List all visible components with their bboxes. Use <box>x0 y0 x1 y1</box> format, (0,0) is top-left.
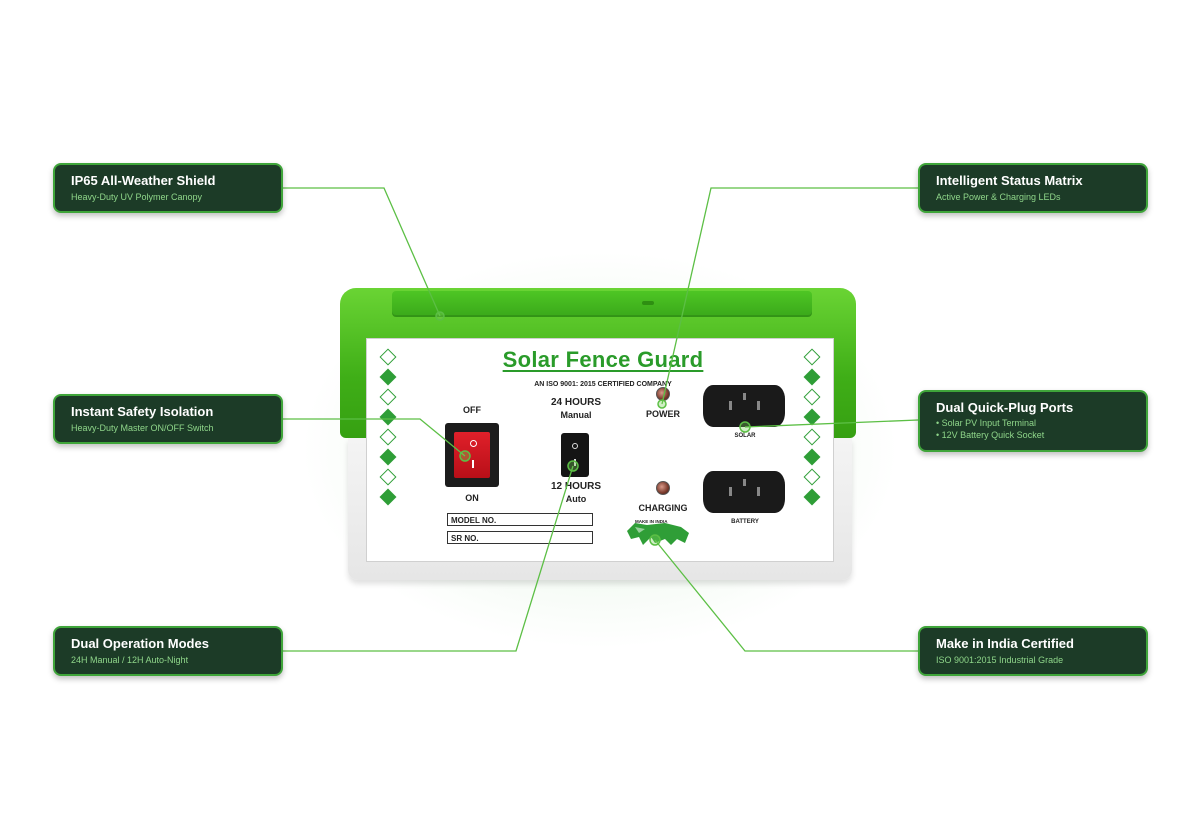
charging-label: CHARGING <box>638 503 688 513</box>
toggle-bottom-mark-icon <box>574 459 576 466</box>
off-label: OFF <box>463 405 481 415</box>
callout-weather-shield: IP65 All-Weather Shield Heavy-Duty UV Po… <box>53 163 283 213</box>
anchor-dot <box>739 421 751 433</box>
socket-pin <box>757 487 760 496</box>
callout-quick-plug-ports: Dual Quick-Plug Ports • Solar PV Input T… <box>918 390 1148 452</box>
callout-subtitle: Active Power & Charging LEDs <box>936 192 1061 202</box>
make-in-india-text: MAKE IN INDIA <box>635 519 668 524</box>
socket-pin <box>757 401 760 410</box>
callout-title: Dual Operation Modes <box>71 636 209 651</box>
callout-subtitle: ISO 9001:2015 Industrial Grade <box>936 655 1064 665</box>
mode-auto-label: Auto <box>565 494 587 504</box>
serial-number-field: SR NO. <box>447 531 593 544</box>
callout-subtitle: Heavy-Duty UV Polymer Canopy <box>71 192 203 202</box>
callout-status-matrix: Intelligent Status Matrix Active Power &… <box>918 163 1148 213</box>
certification-text: AN ISO 9001: 2015 CERTIFIED COMPANY <box>534 381 672 388</box>
on-label: ON <box>465 493 479 503</box>
anchor-dot <box>649 534 661 546</box>
leader-line-india <box>654 539 918 652</box>
solar-fence-guard-device: Solar Fence Guard AN ISO 9001: 2015 CERT… <box>340 288 860 588</box>
callout-title: Instant Safety Isolation <box>71 404 214 419</box>
mode-manual-label: Manual <box>560 410 592 420</box>
mode-12h-label: 12 HOURS <box>550 481 601 492</box>
anchor-dot <box>657 399 667 409</box>
socket-pin <box>729 401 732 410</box>
canopy-top-surface <box>392 291 812 317</box>
anchor-dot <box>435 311 445 321</box>
callout-bullet: • Solar PV Input Terminal <box>936 418 1037 428</box>
callout-subtitle: 24H Manual / 12H Auto-Night <box>71 655 189 665</box>
callout-make-in-india: Make in India Certified ISO 9001:2015 In… <box>918 626 1148 676</box>
socket-pin <box>743 479 746 486</box>
callout-operation-modes: Dual Operation Modes 24H Manual / 12H Au… <box>53 626 283 676</box>
leader-line-status <box>661 187 918 405</box>
callout-title: Dual Quick-Plug Ports <box>936 400 1074 415</box>
anchor-dot <box>567 460 579 472</box>
off-mark-icon <box>470 440 477 447</box>
leader-line-ports <box>744 419 919 428</box>
callout-title: Intelligent Status Matrix <box>936 173 1083 188</box>
socket-pin <box>729 487 732 496</box>
leader-line-modes <box>283 465 574 652</box>
anchor-dot <box>459 450 471 462</box>
model-number-field: MODEL NO. <box>447 513 593 526</box>
battery-label: BATTERY <box>731 519 759 525</box>
charging-led-icon <box>656 481 670 495</box>
mode-toggle-switch[interactable] <box>561 433 589 477</box>
make-in-india-lion-icon <box>627 523 689 545</box>
mode-24h-label: 24 HOURS <box>550 397 601 408</box>
battery-socket[interactable] <box>703 471 785 513</box>
front-panel: Solar Fence Guard AN ISO 9001: 2015 CERT… <box>366 338 834 562</box>
solar-label: SOLAR <box>734 433 756 439</box>
on-mark-icon <box>472 460 474 468</box>
leader-line-shield <box>283 187 441 317</box>
solar-input-socket[interactable] <box>703 385 785 427</box>
callout-title: IP65 All-Weather Shield <box>71 173 216 188</box>
socket-pin <box>743 393 746 400</box>
callout-title: Make in India Certified <box>936 636 1074 651</box>
callout-safety-isolation: Instant Safety Isolation Heavy-Duty Mast… <box>53 394 283 444</box>
toggle-top-mark-icon <box>572 443 578 449</box>
canopy-notch <box>642 301 654 305</box>
leader-line-isolation <box>283 418 466 457</box>
power-label: POWER <box>645 409 680 419</box>
callout-bullet: • 12V Battery Quick Socket <box>936 430 1045 440</box>
callout-subtitle: Heavy-Duty Master ON/OFF Switch <box>71 423 214 433</box>
master-power-switch[interactable] <box>445 423 499 487</box>
